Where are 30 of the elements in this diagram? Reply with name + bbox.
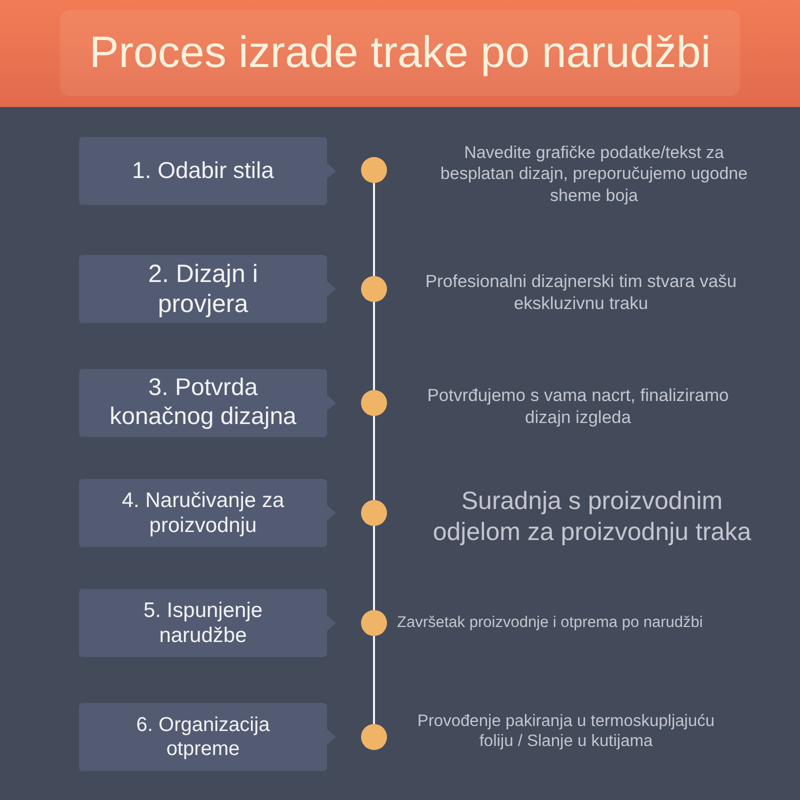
step-label: 2. Dizajn i provjera: [147, 259, 259, 319]
timeline-line: [373, 302, 375, 390]
step-label: 3. Potvrda konačnog dizajna: [108, 374, 298, 432]
timeline-line: [373, 416, 375, 500]
step-description: Navedite grafičke podatke/tekst za besplatan dizajn, preporučujemo ugodne sheme boja: [439, 142, 749, 206]
timeline-dot: [361, 276, 387, 302]
timeline-dot: [361, 724, 387, 750]
step-description: Završetak proizvodnje i otprema po narudžbi: [397, 612, 703, 632]
step-label: 5. Ispunjenje narudžbe: [142, 598, 264, 648]
timeline-dot: [361, 157, 387, 183]
timeline-line: [373, 526, 375, 610]
step-callout-box: [79, 255, 336, 323]
step-callout-box: [79, 703, 336, 771]
step-callout-box: [79, 589, 336, 657]
timeline-dot: [361, 500, 387, 526]
timeline-dot: [361, 390, 387, 416]
timeline-line: [373, 636, 375, 724]
step-description: Provođenje pakiranja u termoskupljajuću foliju / Slanje u kutijama: [416, 710, 716, 752]
timeline-dot: [361, 610, 387, 636]
title: Proces izrade trake po narudžbi: [60, 10, 740, 96]
step-description: Suradnja s proizvodnim odjelom za proizvodnju traka: [432, 486, 752, 548]
step-description: Profesionalni dizajnerski tim stvara vašu ekskluzivnu traku: [424, 271, 738, 315]
step-label: 6. Organizacija otpreme: [135, 713, 271, 761]
step-label: 1. Odabir stila: [131, 157, 275, 185]
step-label: 4. Naručivanje za proizvodnju: [120, 488, 286, 538]
timeline-line: [373, 183, 375, 276]
step-callout-box: [79, 479, 336, 547]
step-callout-box: [79, 137, 336, 205]
step-description: Potvrđujemo s vama nacrt, finaliziramo dizajn izgleda: [426, 385, 730, 429]
step-callout-box: [79, 369, 336, 437]
